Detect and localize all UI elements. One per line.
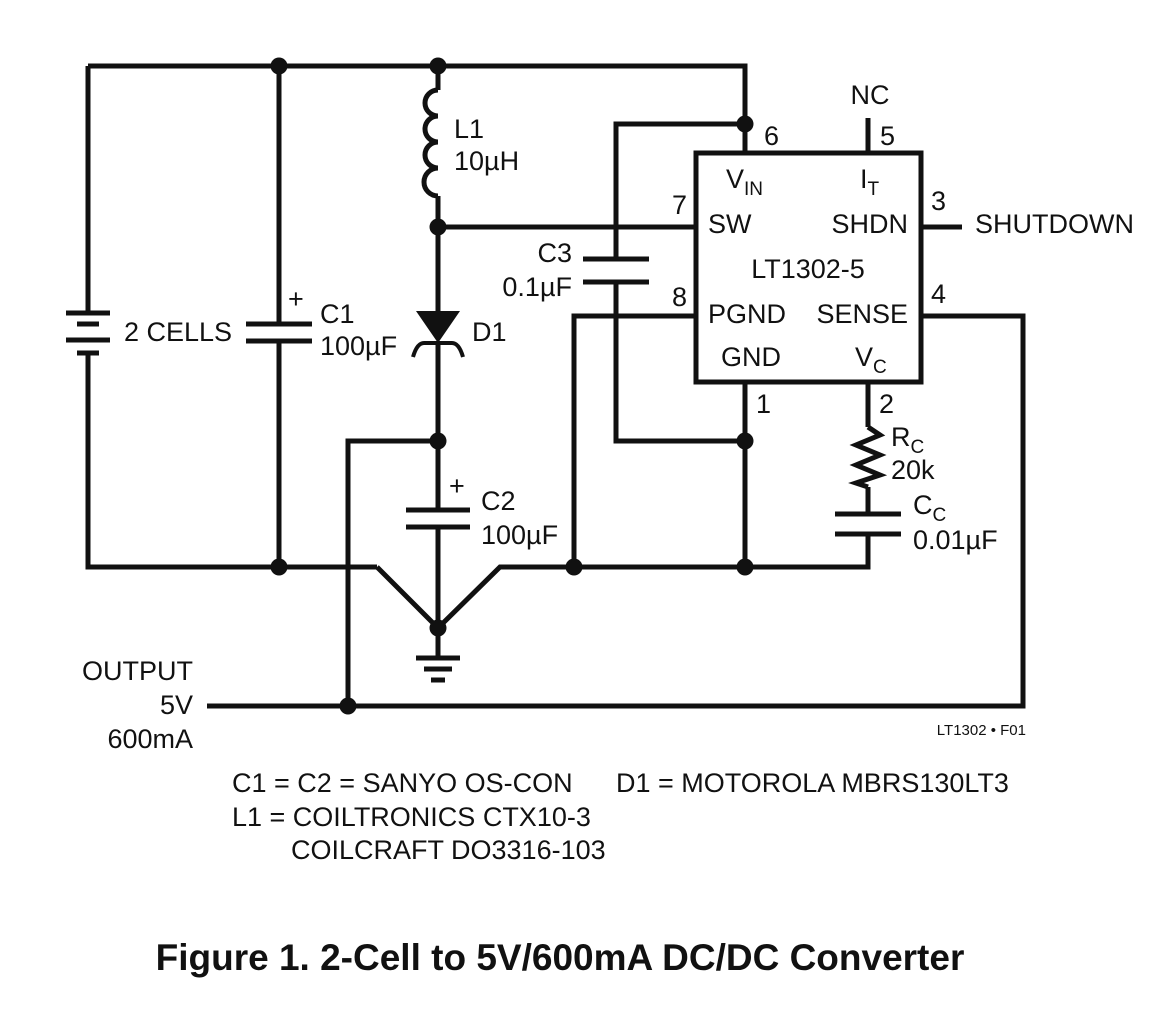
pin-vc-label: VC <box>855 342 887 378</box>
c3-value: 0.1µF <box>502 272 572 302</box>
wires <box>85 63 1026 709</box>
pin-number-5: 5 <box>880 121 895 151</box>
c3-symbol <box>583 256 649 285</box>
wire-c3-top <box>613 121 745 259</box>
c1-symbol <box>246 321 312 344</box>
pin-pgnd-label: PGND <box>708 299 786 329</box>
output-current: 600mA <box>107 724 193 754</box>
junction-dots <box>270 57 754 715</box>
shutdown-label: SHUTDOWN <box>975 209 1134 239</box>
battery-label: 2 CELLS <box>124 317 232 347</box>
pin-number-6: 6 <box>764 121 779 151</box>
inductor-symbol <box>421 87 439 199</box>
schottky-diode-symbol <box>411 311 465 358</box>
wire-pgnd-pin <box>571 313 696 567</box>
l1-value: 10µH <box>454 146 519 176</box>
cc-name: CC <box>913 490 946 526</box>
pin-number-4: 4 <box>931 279 946 309</box>
pin-shdn-label: SHDN <box>831 209 908 239</box>
ic-name: LT1302-5 <box>751 254 865 284</box>
pin-sw-label: SW <box>708 209 752 239</box>
note-caps: C1 = C2 = SANYO OS-CON <box>232 768 573 798</box>
ic-body <box>693 150 924 385</box>
wire-c3-bottom <box>613 282 745 444</box>
note-inductor: L1 = COILTRONICS CTX10-3 <box>232 802 591 832</box>
note-diode: D1 = MOTOROLA MBRS130LT3 <box>616 768 1009 798</box>
pin-it-label: IT <box>860 164 880 200</box>
c3-name: C3 <box>537 238 572 268</box>
nc-label: NC <box>851 80 890 110</box>
wire-battery-bottom <box>85 353 377 570</box>
c2-symbol <box>406 507 470 530</box>
c2-name: C2 <box>481 486 516 516</box>
c1-polarity: + <box>288 284 304 314</box>
figure-caption: Figure 1. 2-Cell to 5V/600mA DC/DC Conve… <box>156 937 965 978</box>
note-inductor-alt: COILCRAFT DO3316-103 <box>291 835 606 865</box>
c2-polarity: + <box>449 471 465 501</box>
rc-name: RC <box>891 422 924 458</box>
output-label: OUTPUT <box>82 656 193 686</box>
pin-vin-label: VIN <box>726 164 763 200</box>
wire-top-rail <box>88 63 748 153</box>
wire-output-feed <box>345 438 438 706</box>
pin-gnd-label: GND <box>721 342 781 372</box>
cc-value: 0.01µF <box>913 525 998 555</box>
pin-number-8: 8 <box>672 282 687 312</box>
pin-number-1: 1 <box>756 389 771 419</box>
c1-name: C1 <box>320 299 355 329</box>
wire-output-rail <box>207 313 1026 709</box>
pin-number-3: 3 <box>931 186 946 216</box>
pin-number-7: 7 <box>672 190 687 220</box>
l1-name: L1 <box>454 114 484 144</box>
output-voltage: 5V <box>160 690 193 720</box>
c2-value: 100µF <box>481 520 558 550</box>
figure-id: LT1302 • F01 <box>937 722 1026 739</box>
pin-sense-label: SENSE <box>816 299 908 329</box>
battery-symbol <box>66 310 110 356</box>
cc-symbol <box>835 511 901 537</box>
c1-value: 100µF <box>320 331 397 361</box>
rc-value: 20k <box>891 455 935 485</box>
resistor-symbol <box>848 424 888 490</box>
d1-name: D1 <box>472 317 507 347</box>
ground-icon <box>416 655 460 683</box>
wire-ground-right <box>436 534 871 630</box>
pin-number-2: 2 <box>879 389 894 419</box>
wire-ground-left <box>375 565 440 630</box>
